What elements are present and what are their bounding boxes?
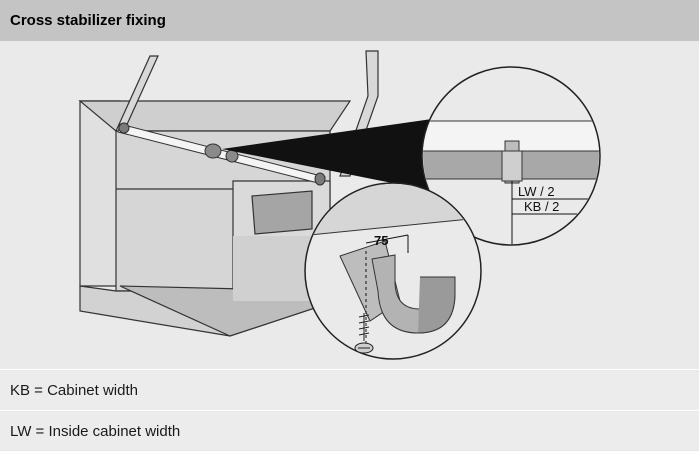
legend-text-kb: KB = Cabinet width bbox=[10, 382, 138, 399]
callout-cone bbox=[222, 119, 432, 191]
legend-text-lw: LW = Inside cabinet width bbox=[10, 422, 181, 440]
screw-icon bbox=[354, 313, 374, 354]
detail-circle-bottom: 75 bbox=[304, 182, 482, 360]
dimension-lw: LW / 2 bbox=[518, 184, 555, 199]
legend-kb: KB = Cabinet width bbox=[0, 371, 699, 411]
section-header: Cross stabilizer fixing bbox=[0, 0, 699, 41]
assembly-illustration: LW / 2 KB / 2 75 bbox=[0, 41, 699, 370]
dimension-75: 75 bbox=[374, 233, 388, 248]
legend-lw: LW = Inside cabinet width bbox=[0, 412, 699, 450]
section-title: Cross stabilizer fixing bbox=[10, 12, 166, 29]
dimension-kb: KB / 2 bbox=[524, 199, 559, 214]
illustration-svg: LW / 2 KB / 2 75 bbox=[78, 50, 601, 360]
stabilizer-rod bbox=[117, 122, 326, 186]
detail-circle-top: LW / 2 KB / 2 bbox=[421, 66, 601, 246]
